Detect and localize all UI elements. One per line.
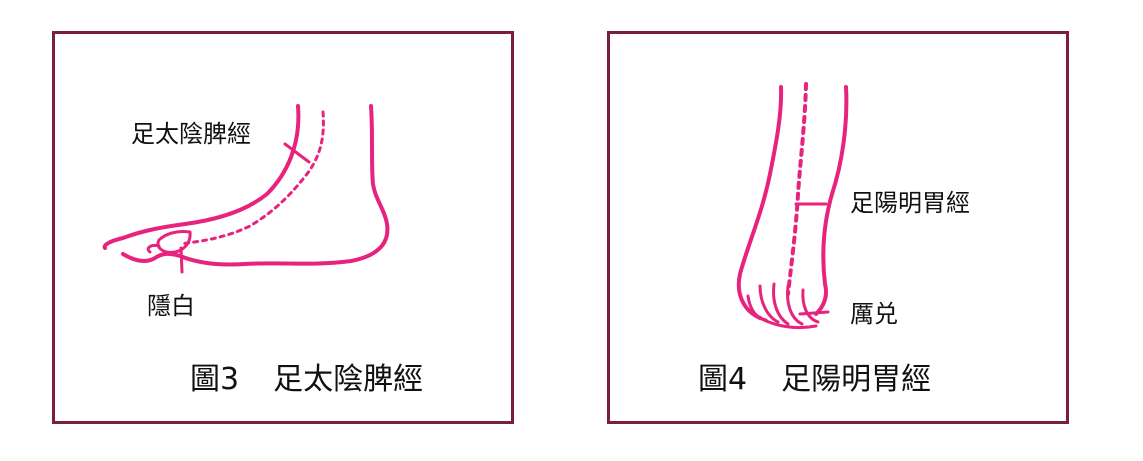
- toe-3-outline: [772, 282, 790, 326]
- figure-4-caption-title: 足陽明胃經: [781, 362, 932, 397]
- foot-side-illustration: [102, 104, 390, 274]
- stomach-meridian-line: [786, 82, 808, 296]
- leg-outline-left: [736, 85, 784, 320]
- foot-front-illustration: [736, 82, 849, 330]
- toe-5-outline: [801, 288, 820, 324]
- foot-outline-back: [121, 104, 390, 267]
- stomach-meridian-label: 足陽明胃經: [850, 189, 970, 217]
- lidui-point-tick: [798, 310, 830, 316]
- toe-tips-outline: [758, 316, 818, 330]
- figure-4-caption: 圖4 足陽明胃經: [698, 365, 931, 395]
- spleen-meridian-label: 足太陰脾經: [131, 120, 251, 148]
- figure-3-caption: 圖3 足太陰脾經: [190, 365, 423, 395]
- toe-2-outline: [758, 284, 780, 324]
- leg-outline-right: [814, 85, 849, 316]
- toe-tip-outline: [146, 244, 161, 254]
- big-toe-outline: [156, 230, 192, 254]
- foot-outline-front: [102, 104, 301, 250]
- yinbai-point-tick: [179, 246, 184, 274]
- figure-3-panel: 足太陰脾經 隱白 圖3 足太陰脾經: [52, 31, 514, 424]
- spleen-meridian-line: [178, 110, 325, 246]
- meridian-label-tick: [283, 142, 311, 164]
- figure-3-caption-number: 圖3: [190, 362, 240, 397]
- figure-4-panel: 足陽明胃經 厲兑 圖4 足陽明胃經: [607, 31, 1069, 424]
- figure-4-caption-number: 圖4: [698, 362, 748, 397]
- figure-3-caption-title: 足太陰脾經: [273, 362, 424, 397]
- yinbai-point-label: 隱白: [147, 292, 195, 320]
- lidui-point-label: 厲兑: [850, 300, 898, 328]
- toe-4-outline: [786, 284, 804, 326]
